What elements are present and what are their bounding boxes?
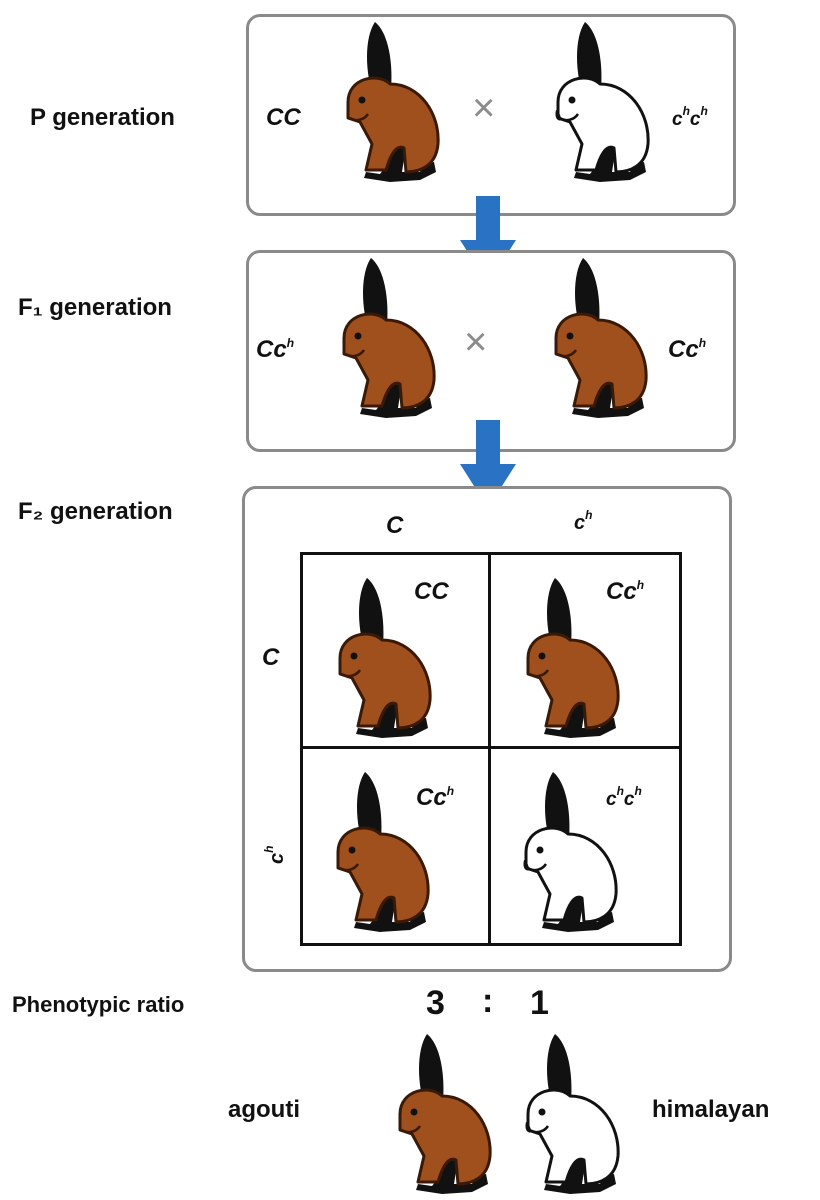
- p-genotype-right: chch: [672, 104, 708, 130]
- punnett-divider-horizontal: [300, 746, 682, 749]
- f1-genotype-right: Cch: [668, 336, 707, 363]
- himalayan-rabbit-icon: [530, 14, 650, 184]
- f1-generation-panel: [246, 250, 736, 452]
- punnett-cell-genotype: chch: [606, 784, 642, 810]
- f2-generation-label: F₂ generation: [18, 498, 173, 525]
- f1-genotype-left: Cch: [256, 336, 295, 363]
- agouti-rabbit-icon: [528, 250, 648, 420]
- punnett-cell-genotype: CC: [414, 578, 449, 605]
- phenotypic-ratio-label: Phenotypic ratio: [12, 992, 185, 1017]
- punnett-row-header-2: ch: [262, 845, 288, 864]
- ratio-dominant-count: 3: [426, 984, 445, 1022]
- p-genotype-left: CC: [266, 104, 301, 131]
- cross-sign: ×: [472, 86, 496, 130]
- agouti-rabbit-icon: [320, 14, 440, 184]
- p-generation-panel: [246, 14, 736, 216]
- agouti-rabbit-icon: [310, 764, 430, 934]
- himalayan-rabbit-icon: [500, 1026, 620, 1196]
- punnett-divider-vertical: [488, 552, 491, 946]
- punnett-square: [300, 552, 682, 946]
- phenotype-himalayan-label: himalayan: [652, 1096, 770, 1123]
- phenotype-agouti-label: agouti: [228, 1096, 300, 1123]
- f2-generation-panel: [242, 486, 732, 972]
- punnett-col-header-2: ch: [574, 508, 593, 534]
- punnett-cell-genotype: Cch: [416, 784, 455, 811]
- agouti-rabbit-icon: [500, 570, 620, 740]
- cross-sign: ×: [464, 320, 488, 364]
- himalayan-rabbit-icon: [498, 764, 618, 934]
- punnett-row-header-1: C: [262, 644, 280, 671]
- agouti-rabbit-icon: [372, 1026, 492, 1196]
- f1-generation-label: F₁ generation: [18, 294, 172, 321]
- punnett-col-header-1: C: [386, 512, 404, 539]
- agouti-rabbit-icon: [316, 250, 436, 420]
- p-generation-label: P generation: [30, 104, 175, 131]
- ratio-colon: :: [482, 982, 494, 1020]
- ratio-recessive-count: 1: [530, 984, 549, 1022]
- punnett-cell-genotype: Cch: [606, 578, 645, 605]
